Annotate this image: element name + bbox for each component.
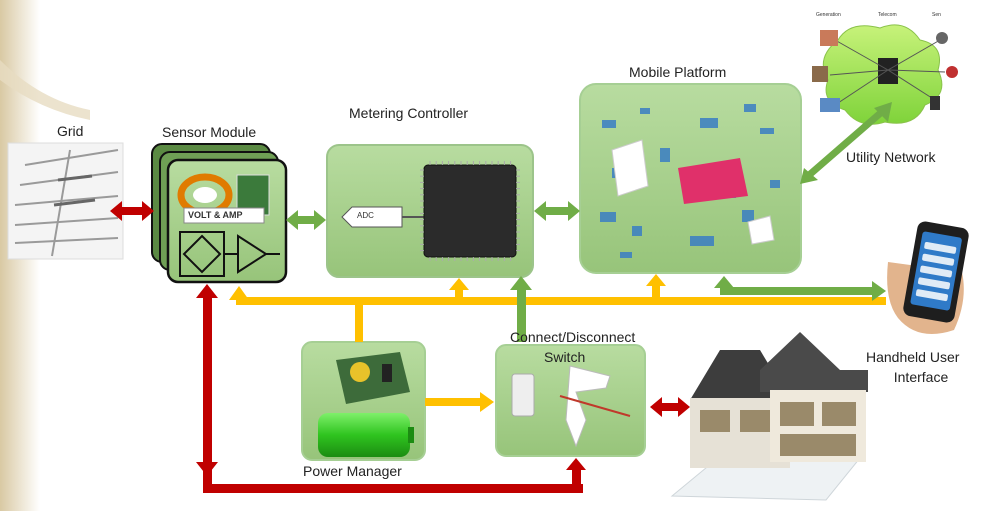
house-image — [670, 332, 868, 501]
switch-block — [495, 344, 646, 457]
switch-label-line1: Connect/Disconnect — [510, 329, 636, 345]
switch-label-line2: Switch — [544, 349, 586, 365]
power-manager-block — [301, 341, 426, 461]
factory-icon — [812, 66, 828, 82]
volt-amp-label: VOLT & AMP — [188, 210, 243, 220]
tower-icon — [936, 32, 948, 44]
metering-controller-block — [326, 144, 534, 278]
microcontroller-chip-icon — [423, 164, 517, 258]
house-icon — [820, 30, 838, 46]
arrow-power-bus — [229, 274, 886, 412]
handheld-device-image — [887, 221, 969, 334]
utility-network-label: Utility Network — [846, 149, 936, 165]
mobile-platform-label: Mobile Platform — [629, 64, 727, 80]
meter-icon — [946, 66, 958, 78]
background-swoosh — [0, 60, 90, 120]
arrow-grid-sensor — [110, 201, 154, 221]
adc-label: ADC — [357, 211, 374, 220]
arrow-switch-house — [650, 397, 690, 417]
utility-cloud-label-2: Telecom — [878, 12, 897, 18]
handheld-label-line1: Handheld User — [866, 349, 960, 365]
utility-server-icon — [878, 58, 898, 84]
utility-cloud-label-1: Generation — [816, 12, 841, 18]
arrow-data-bus — [510, 276, 886, 342]
utility-network-cloud — [812, 24, 958, 125]
battery-icon — [318, 413, 410, 457]
grid-image — [7, 142, 124, 260]
grid-label: Grid — [57, 123, 84, 139]
phone-icon — [930, 96, 940, 110]
arrow-sensor-metering — [286, 210, 326, 230]
sensor-module-block — [151, 143, 288, 284]
building-icon — [820, 98, 840, 112]
breaker-switch-icon — [565, 365, 611, 448]
arrow-metering-mobile — [534, 201, 580, 221]
amplifier-symbol-icon — [237, 234, 268, 274]
sensor-module-label: Sensor Module — [162, 124, 257, 140]
arrow-power-loop — [196, 284, 586, 493]
utility-cloud-label-3: Sen — [932, 12, 941, 18]
processor-board-icon — [678, 158, 748, 204]
mobile-platform-block — [579, 83, 802, 274]
handheld-label-line2: Interface — [893, 369, 949, 385]
arrow-mobile-utility — [800, 102, 892, 184]
power-manager-label: Power Manager — [303, 463, 402, 479]
metering-controller-label: Metering Controller — [349, 105, 469, 121]
relay-icon — [511, 373, 535, 417]
